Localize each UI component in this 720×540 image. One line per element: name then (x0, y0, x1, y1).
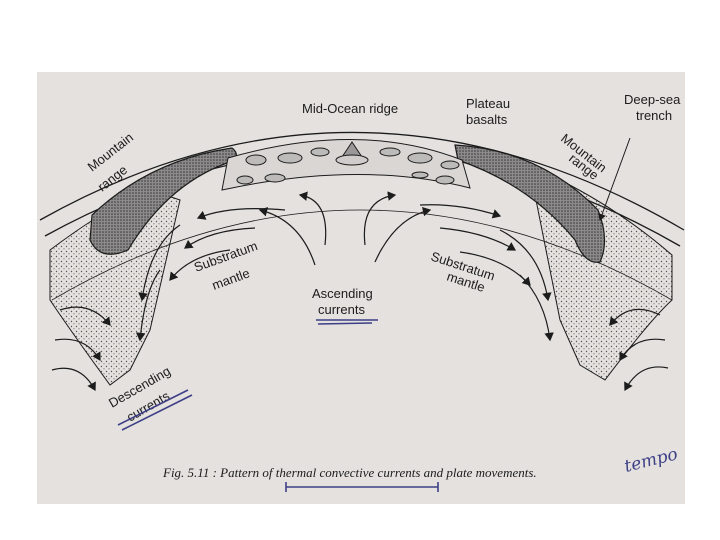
label-substratum-left-2: mantle (210, 265, 252, 292)
label-plateau-basalts-2: basalts (466, 112, 508, 127)
handwritten-note: tempo (622, 444, 679, 477)
label-mid-ocean-ridge: Mid-Ocean ridge (302, 101, 398, 116)
trench-pointer (600, 138, 630, 220)
label-ascending-1: Ascending (312, 286, 373, 301)
figure-caption: Fig. 5.11 : Pattern of thermal convectiv… (162, 465, 537, 480)
label-deep-sea-trench-1: Deep-sea (624, 92, 681, 107)
label-deep-sea-trench-2: trench (636, 108, 672, 123)
label-plateau-basalts-1: Plateau (466, 96, 510, 111)
label-mountain-range-left-1: Mountain (85, 130, 136, 175)
ridge-zone (222, 139, 470, 190)
label-substratum-left-1: Substratum (192, 238, 260, 275)
label-ascending-2: currents (318, 302, 365, 317)
